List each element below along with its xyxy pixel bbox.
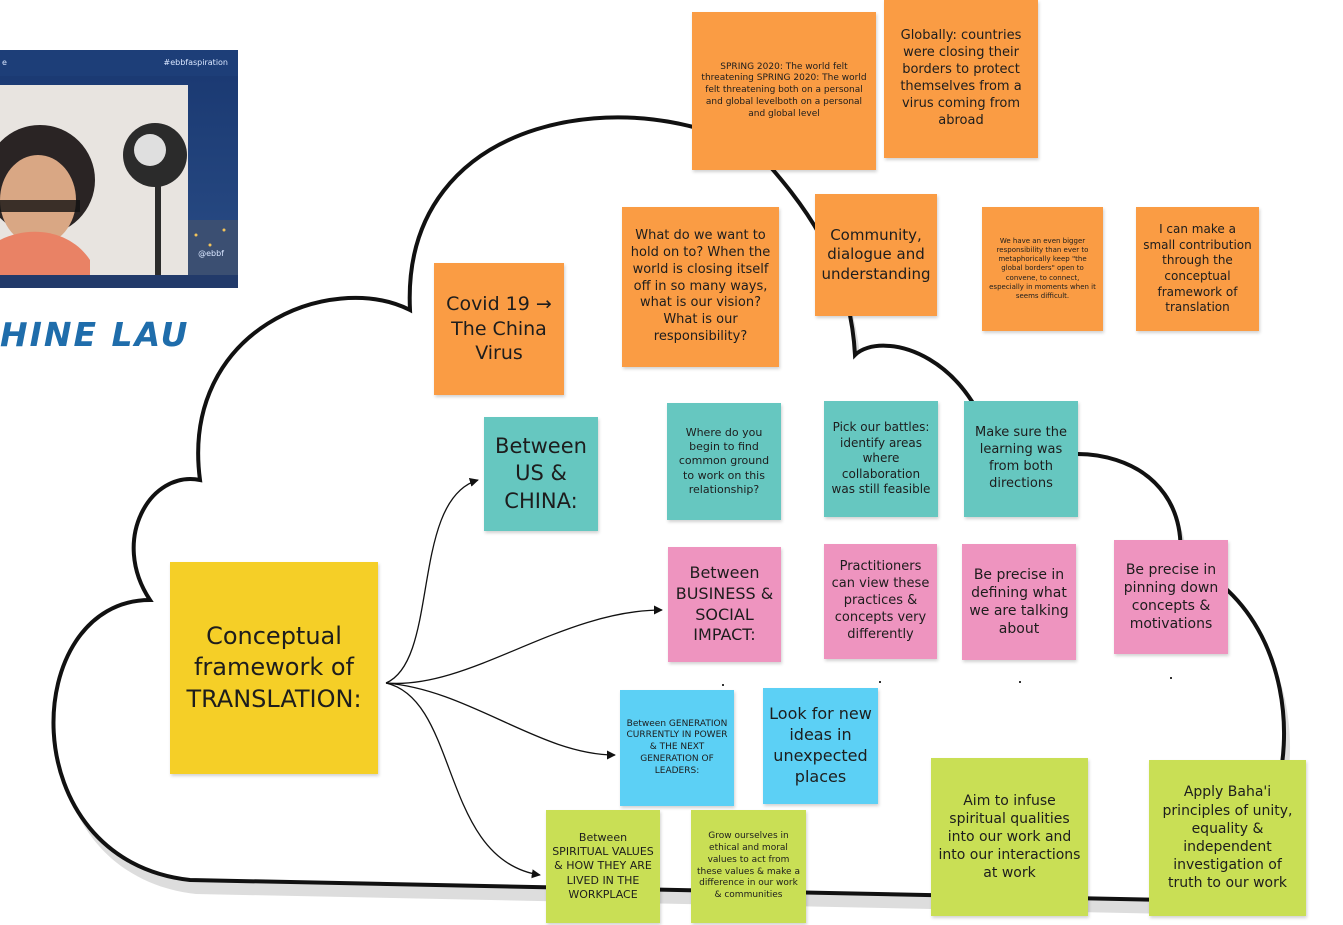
note-text: Aim to infuse spiritual qualities into o… <box>938 792 1081 882</box>
note-conceptual-framework: Conceptual framework of TRANSLATION: <box>170 562 378 774</box>
note-spring-2020: SPRING 2020: The world felt threatening … <box>692 12 876 170</box>
arrow-to-spiritual <box>385 682 541 879</box>
note-precise-pinning: Be precise in pinning down concepts & mo… <box>1114 540 1228 654</box>
note-text: SPRING 2020: The world felt threatening … <box>701 61 867 119</box>
note-grow-ourselves: Grow ourselves in ethical and moral valu… <box>691 810 806 923</box>
note-covid-china-virus: Covid 19 → The China Virus <box>434 263 564 395</box>
separator-dot <box>1019 681 1021 683</box>
note-between-spiritual-values: Between SPIRITUAL VALUES & HOW THEY ARE … <box>546 810 660 923</box>
note-text: Between US & CHINA: <box>495 434 587 513</box>
note-text: Between BUSINESS & SOCIAL IMPACT: <box>675 562 774 645</box>
note-text: Covid 19 → The China Virus <box>446 292 552 365</box>
note-precise-defining: Be precise in defining what we are talki… <box>962 544 1076 660</box>
note-text: Be precise in defining what we are talki… <box>969 566 1069 638</box>
note-text: I can make a small contribution through … <box>1143 222 1252 315</box>
note-between-us-china: Between US & CHINA: <box>484 417 598 531</box>
arrow-to-us-china <box>385 477 479 684</box>
speaker-video-thumbnail: e #ebbfaspiration @ebbf <box>0 50 238 288</box>
note-bigger-responsibility: We have an even bigger responsibility th… <box>982 207 1103 331</box>
note-text: Pick our battles: identify areas where c… <box>831 420 931 497</box>
note-small-contribution: I can make a small contribution through … <box>1136 207 1259 331</box>
note-between-business-social: Between BUSINESS & SOCIAL IMPACT: <box>668 547 781 662</box>
note-text: Look for new ideas in unexpected places <box>769 704 872 786</box>
note-text: Grow ourselves in ethical and moral valu… <box>697 831 800 900</box>
note-community-dialogue: Community, dialogue and understanding <box>815 194 937 316</box>
video-hashtag: #ebbfaspiration <box>163 58 228 67</box>
separator-dot <box>722 684 724 686</box>
note-text: Apply Baha'i principles of unity, equali… <box>1162 784 1293 892</box>
note-text: We have an even bigger responsibility th… <box>989 237 1096 300</box>
note-learning-both-directions: Make sure the learning was from both dir… <box>964 401 1078 517</box>
note-bahai-principles: Apply Baha'i principles of unity, equali… <box>1149 760 1306 916</box>
speaker-photo <box>0 76 238 288</box>
note-common-ground: Where do you begin to find common ground… <box>667 403 781 520</box>
note-what-hold-on-to: What do we want to hold on to? When the … <box>622 207 779 367</box>
video-handle: @ebbf <box>198 249 224 258</box>
video-header-bar <box>0 50 238 76</box>
note-text: Make sure the learning was from both dir… <box>975 425 1067 491</box>
note-text: Be precise in pinning down concepts & mo… <box>1123 561 1219 633</box>
speaker-name: HINE LAU <box>0 315 190 354</box>
note-pick-battles: Pick our battles: identify areas where c… <box>824 401 938 517</box>
note-practitioners-view: Practitioners can view these practices &… <box>824 544 937 659</box>
note-text: Globally: countries were closing their b… <box>900 28 1022 128</box>
note-new-ideas: Look for new ideas in unexpected places <box>763 688 878 804</box>
video-corner-text: e <box>2 58 7 67</box>
separator-dot <box>879 681 881 683</box>
separator-dot <box>1170 677 1172 679</box>
note-between-generations: Between GENERATION CURRENTLY IN POWER & … <box>620 690 734 806</box>
note-text: What do we want to hold on to? When the … <box>630 227 771 345</box>
arrow-to-business <box>385 605 663 685</box>
note-text: Where do you begin to find common ground… <box>678 425 770 496</box>
note-text: Community, dialogue and understanding <box>821 225 931 283</box>
note-text: Conceptual framework of TRANSLATION: <box>186 622 362 713</box>
note-globally-closing: Globally: countries were closing their b… <box>884 0 1038 158</box>
note-text: Between GENERATION CURRENTLY IN POWER & … <box>626 718 728 776</box>
note-text: Practitioners can view these practices &… <box>831 559 930 642</box>
note-infuse-spiritual: Aim to infuse spiritual qualities into o… <box>931 758 1088 916</box>
arrow-to-generation <box>385 682 616 760</box>
note-text: Between SPIRITUAL VALUES & HOW THEY ARE … <box>552 830 654 901</box>
